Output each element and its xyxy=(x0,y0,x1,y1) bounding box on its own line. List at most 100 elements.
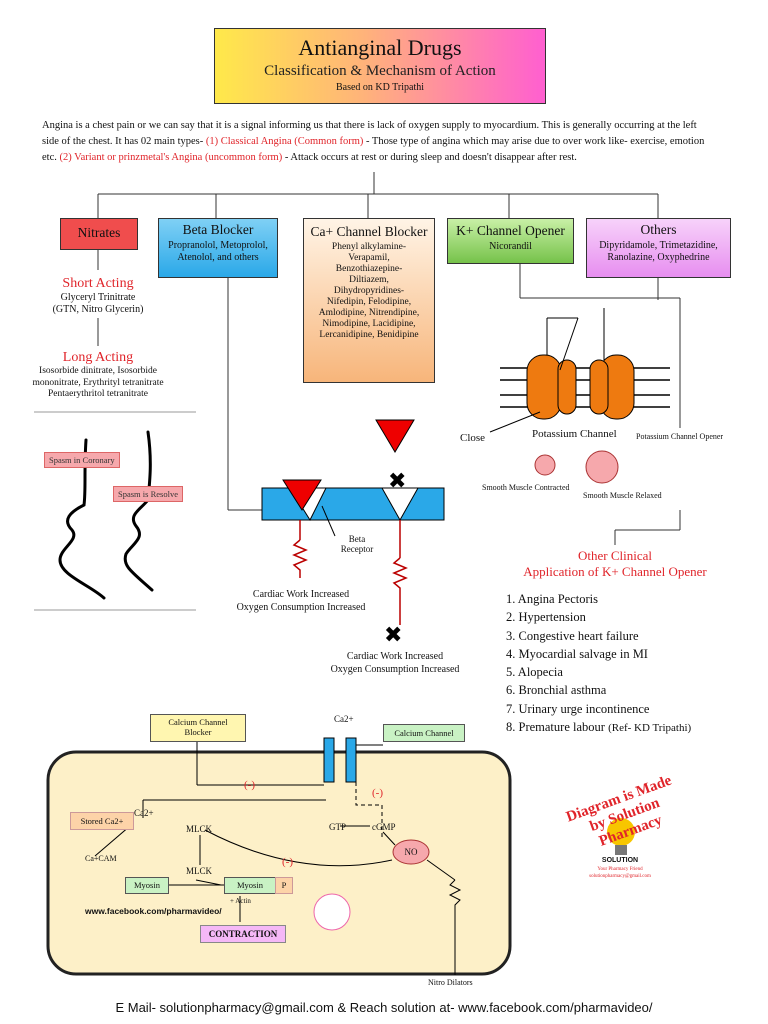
spasm-resolve-label: Spasm is Resolve xyxy=(113,486,183,502)
minus-3: (-) xyxy=(282,856,293,868)
gtp-label: GTP xyxy=(329,822,347,832)
spasm-coronary-label: Spasm in Coronary xyxy=(44,452,120,468)
ccb-line-0: Calcium Channel xyxy=(168,717,228,727)
badge-name: SOLUTION xyxy=(601,857,639,864)
svg-text:✖: ✖ xyxy=(384,623,402,648)
intro-text-5: after rest. xyxy=(537,152,577,163)
svg-text:✖: ✖ xyxy=(388,469,406,494)
class-ca-drug-6: Amlodipine, Nitrendipine, xyxy=(318,308,420,318)
class-others: Others Dipyridamole, Trimetazidine, Rano… xyxy=(586,218,731,278)
long-drug-2: Pentaerythritol tetranitrate xyxy=(48,389,148,399)
page-subtitle: Classification & Mechanism of Action xyxy=(264,63,496,79)
list-item: 4. Myocardial salvage in MI xyxy=(506,646,648,661)
class-ca-drug-8: Lercanidipine, Benidipine xyxy=(319,330,419,340)
k-close-label: Close xyxy=(460,432,486,444)
cardiac-work-1: Cardiac Work Increased Oxygen Consumptio… xyxy=(216,588,386,614)
list-item: 3. Congestive heart failure xyxy=(506,628,639,643)
beta-receptor-label: Beta Receptor xyxy=(332,534,382,554)
myosin-box: Myosin xyxy=(125,877,169,894)
based-on: Based on KD Tripathi xyxy=(335,82,425,93)
intro-text-3: - Attack occurs xyxy=(284,152,349,163)
cgmp-label: cGMP xyxy=(372,822,396,832)
list-item: 6. Bronchial asthma xyxy=(506,683,607,698)
badge-email: solutionpharmacy@gmail.com xyxy=(589,874,651,879)
minus-2: (-) xyxy=(372,787,383,799)
class-k-drugs: Nicorandil xyxy=(489,241,532,252)
k-channel-label: Potassium Channel xyxy=(532,428,617,440)
k-contracted-label: Smooth Muscle Contracted xyxy=(482,483,570,492)
class-ca-drug-4: Dihydropyridines- xyxy=(333,286,405,296)
class-ca-drug-0: Phenyl alkylamine- xyxy=(331,242,407,252)
class-ca-drug-2: Benzothiazepine- xyxy=(335,264,403,274)
nitrates-long: Long Acting Isosorbide dinitrate, Isosor… xyxy=(24,350,172,401)
cardiac-work-2: Cardiac Work Increased Oxygen Consumptio… xyxy=(310,650,480,676)
contraction-box: CONTRACTION xyxy=(200,925,286,943)
beta-receptor-line-0: Beta xyxy=(348,534,366,544)
page-title: Antianginal Drugs xyxy=(298,35,462,60)
clinical-title: Other Clinical Application of K+ Channel… xyxy=(480,548,750,580)
mlck-label-2: MLCK xyxy=(186,866,213,876)
nitro-dilators-label: Nitro Dilators xyxy=(428,978,473,987)
short-drug-1: (GTN, Nitro Glycerin) xyxy=(52,304,144,315)
actin-label: + Actin xyxy=(230,897,251,905)
intro-type-2: (2) Variant or prinzmetal's Angina (unco… xyxy=(59,152,283,163)
clinical-ref: (Ref- KD Tripathi) xyxy=(608,722,692,735)
class-ca-channel-blocker: Ca+ Channel Blocker Phenyl alkylamine- V… xyxy=(303,218,435,383)
class-k-channel-opener: K+ Channel Opener Nicorandil xyxy=(447,218,574,264)
clinical-item-8: 8. Premature labour xyxy=(506,720,605,735)
list-item: 7. Urinary urge incontinence xyxy=(506,701,650,716)
class-beta-blocker: Beta Blocker Propranolol, Metoprolol, At… xyxy=(158,218,278,278)
intro-text-1: Angina is a chest pain or we can say tha… xyxy=(42,120,697,147)
cardiac-work-2-line-0: Cardiac Work Increased xyxy=(346,651,444,662)
intro-type-1: (1) Classical Angina (Common form) xyxy=(205,136,364,147)
class-ca-drug-1: Verapamil, xyxy=(348,253,390,263)
ccb-line-1: Blocker xyxy=(184,727,212,737)
class-nitrates-label: Nitrates xyxy=(77,225,121,240)
class-others-label: Others xyxy=(640,222,677,237)
class-ca-drug-3: Diltiazem, xyxy=(349,275,389,285)
ca2-label: Ca2+ xyxy=(334,714,354,724)
minus-1: (-) xyxy=(244,779,255,791)
class-nitrates: Nitrates xyxy=(60,218,138,250)
class-k-label: K+ Channel Opener xyxy=(456,223,565,238)
clinical-list: 1. Angina Pectoris 2. Hypertension 3. Co… xyxy=(506,590,691,737)
facebook-link[interactable]: www.facebook.com/pharmavideo/ xyxy=(85,906,222,916)
ca2b-label: Ca2+ xyxy=(134,808,154,818)
list-item: 2. Hypertension xyxy=(506,610,586,625)
list-item: 1. Angina Pectoris xyxy=(506,592,599,606)
list-item: 5. Alopecia xyxy=(506,665,563,680)
short-drug-0: Glyceryl Trinitrate xyxy=(60,292,136,303)
title-box: Antianginal Drugs Classification & Mecha… xyxy=(214,28,546,104)
clinical-title-2: Application of K+ Channel Opener xyxy=(523,564,707,579)
k-opener-label: Potassium Channel Opener xyxy=(636,432,724,441)
clinical-title-1: Other Clinical xyxy=(577,548,652,563)
cacam-label: Ca+CAM xyxy=(85,854,117,863)
long-acting-label: Long Acting xyxy=(62,350,134,365)
intro-paragraph: Angina is a chest pain or we can say tha… xyxy=(42,118,712,166)
long-drug-1: mononitrate, Erythrityl tetranitrate xyxy=(32,377,164,388)
class-ca-drug-5: Nifedipin, Felodipine, xyxy=(326,297,412,307)
no-label: NO xyxy=(404,847,418,857)
cardiac-work-1-line-1: Oxygen Consumption Increased xyxy=(236,602,366,613)
calcium-channel-box: Calcium Channel xyxy=(383,724,465,742)
stored-ca-box: Stored Ca2+ xyxy=(70,812,134,830)
phosphate-box: P xyxy=(275,877,293,894)
class-beta-label: Beta Blocker xyxy=(182,222,254,237)
nitrates-short: Short Acting Glyceryl Trinitrate (GTN, N… xyxy=(34,276,162,316)
list-item: 8. Premature labour (Ref- KD Tripathi) xyxy=(506,718,691,737)
class-ca-drug-7: Nimodipine, Lacidipine, xyxy=(322,319,416,329)
long-drug-0: Isosorbide dinitrate, Isosorbide xyxy=(39,366,157,376)
beta-receptor-line-1: Receptor xyxy=(340,544,374,554)
mlck-label: MLCK xyxy=(186,824,213,834)
short-acting-label: Short Acting xyxy=(62,276,134,291)
k-relaxed-label: Smooth Muscle Relaxed xyxy=(583,491,662,500)
intro-text-2: - Those type of angina which may arise d… xyxy=(42,136,705,163)
class-ca-label: Ca+ Channel Blocker xyxy=(310,224,428,239)
cardiac-work-1-line-0: Cardiac Work Increased xyxy=(252,589,350,600)
myosin-p-box: Myosin xyxy=(224,877,276,894)
footer-contact: E Mail- solutionpharmacy@gmail.com & Rea… xyxy=(115,1000,653,1015)
class-others-drugs: Dipyridamole, Trimetazidine, Ranolazine,… xyxy=(599,240,718,263)
class-beta-drugs: Propranolol, Metoprolol, Atenolol, and o… xyxy=(168,240,268,263)
intro-text-4: at rest or during sleep and doesn't disa… xyxy=(351,152,535,163)
